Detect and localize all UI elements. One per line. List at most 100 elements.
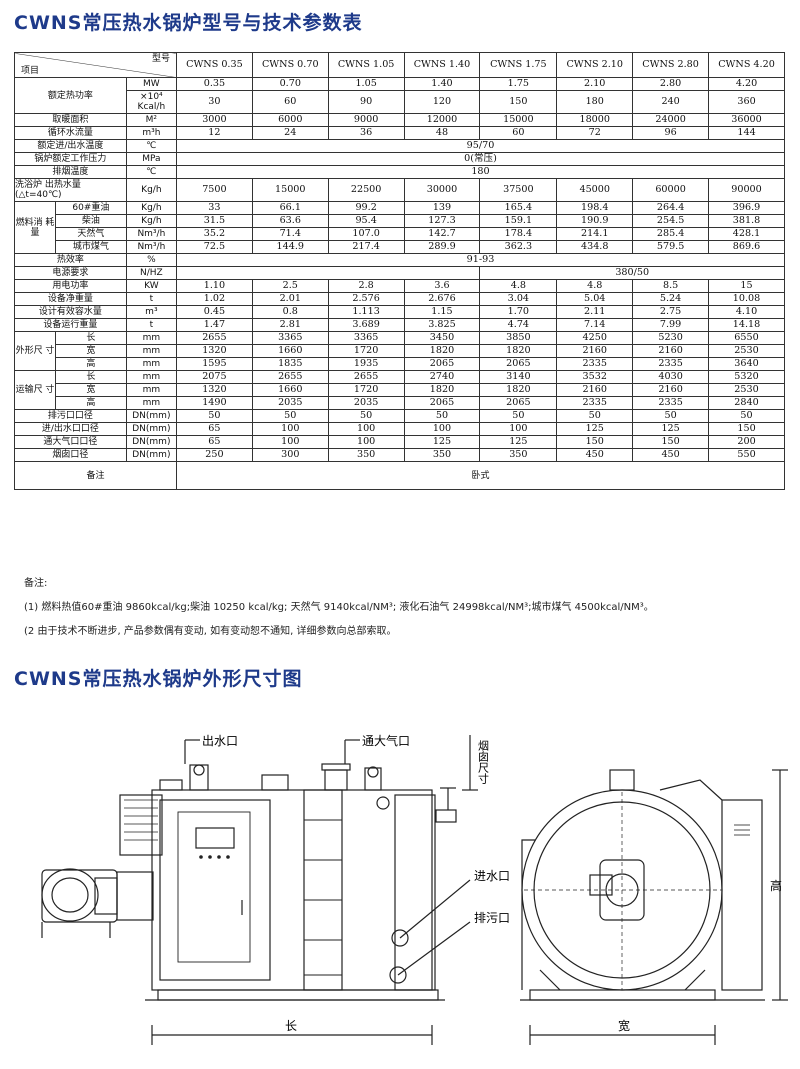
value-cell: 4030 (632, 370, 710, 384)
inlet-flange (391, 929, 409, 947)
value-cell: 100 (327, 422, 405, 436)
unit-cell: Kg/h (125, 201, 177, 215)
value-cell: 2.11 (556, 305, 634, 319)
value-cell: 50 (632, 409, 710, 423)
value-cell: 72.5 (175, 240, 253, 254)
row-label: 设计有效容水量 (14, 305, 127, 319)
value-cell: 144.9 (251, 240, 329, 254)
value-cell: 289.9 (403, 240, 481, 254)
value-cell: 3.04 (479, 292, 558, 306)
control-door (159, 799, 271, 981)
value-cell: 3.825 (403, 318, 481, 332)
table-row: 备注卧式 (14, 461, 786, 490)
value-cell: 2035 (327, 396, 405, 410)
value-cell: 1.70 (479, 305, 558, 319)
value-cell: 2655 (251, 370, 329, 384)
value-cell: 10.08 (708, 292, 785, 306)
unit-cell: DN(mm) (125, 409, 177, 423)
value-cell: 37500 (479, 178, 558, 202)
label-vent: 通大气口 (362, 733, 410, 748)
value-cell: 4.10 (708, 305, 785, 319)
value-cell: 100 (479, 422, 558, 436)
value-cell: 1.10 (175, 279, 253, 293)
merged-value: 180 (175, 165, 786, 179)
value-cell: 2065 (479, 357, 558, 371)
value-cell: 144 (708, 126, 785, 140)
fuel-name: 60#重油 (55, 201, 127, 215)
unit-cell: Nm³/h (125, 227, 177, 241)
value-cell: 2065 (403, 396, 481, 410)
value-cell: 0.8 (251, 305, 329, 319)
value-cell: 190.9 (556, 214, 634, 228)
value-cell: 285.4 (632, 227, 710, 241)
row-label: 进/出水口口径 (14, 422, 127, 436)
value-cell: 63.6 (251, 214, 329, 228)
value-cell: 4.74 (479, 318, 558, 332)
value-cell: 1720 (327, 344, 405, 358)
value-cell: 2335 (556, 357, 634, 371)
value-cell: 100 (251, 422, 329, 436)
value-cell: 1.15 (403, 305, 481, 319)
value-cell: 60 (479, 126, 558, 140)
value-cell: 2840 (708, 396, 785, 410)
dim-name: 宽 (55, 383, 127, 397)
value-cell: 1.40 (403, 77, 481, 91)
value-cell: 2335 (632, 396, 710, 410)
value-cell: 300 (251, 448, 329, 462)
model-header: CWNS 2.10 (556, 52, 634, 78)
value-cell: 100 (327, 435, 405, 449)
dim-group-label: 外形尺 寸 (14, 331, 56, 371)
value-cell: 125 (556, 422, 634, 436)
fuel-name: 天然气 (55, 227, 127, 241)
model-header: CWNS 1.75 (479, 52, 558, 78)
value-cell: 3.6 (403, 279, 481, 293)
value-cell: 165.4 (479, 201, 558, 215)
value-cell: 15 (708, 279, 785, 293)
value-cell: 1935 (327, 357, 405, 371)
label-width: 宽 (618, 1018, 630, 1033)
value-cell: 1820 (403, 344, 481, 358)
value-cell: 2065 (403, 357, 481, 371)
value-cell: 550 (708, 448, 785, 462)
control-panel-display (195, 827, 235, 849)
value-cell: 45000 (556, 178, 634, 202)
value-cell: 3365 (327, 331, 405, 345)
value-cell: 0.70 (251, 77, 329, 91)
gauge-icon (376, 796, 390, 810)
note-1: (1) 燃料热值60#重油 9860kcal/kg;柴油 10250 kcal/… (24, 602, 654, 613)
merged-value: 95/70 (175, 139, 786, 153)
value-cell: 2335 (556, 396, 634, 410)
row-label: 额定进/出水温度 (14, 139, 127, 153)
value-cell: 33 (175, 201, 253, 215)
value-cell: 3000 (175, 113, 253, 127)
value-cell: 450 (556, 448, 634, 462)
unit-cell: Kg/h (125, 214, 177, 228)
unit-cell: DN(mm) (125, 435, 177, 449)
row-label: 热效率 (14, 253, 127, 267)
value-cell: 2160 (556, 383, 634, 397)
value-cell: 18000 (556, 113, 634, 127)
dim-group-label: 运输尺 寸 (14, 370, 56, 410)
value-cell: 180 (556, 90, 634, 114)
value-cell: 2065 (479, 396, 558, 410)
value-cell: 60000 (632, 178, 710, 202)
value-cell: 360 (708, 90, 785, 114)
value-cell: 254.5 (632, 214, 710, 228)
value-cell: 71.4 (251, 227, 329, 241)
value-cell: 2075 (175, 370, 253, 384)
unit-cell: mm (125, 396, 177, 410)
value-cell: 7500 (175, 178, 253, 202)
value-cell: 2.80 (632, 77, 710, 91)
value-cell: 2530 (708, 344, 785, 358)
